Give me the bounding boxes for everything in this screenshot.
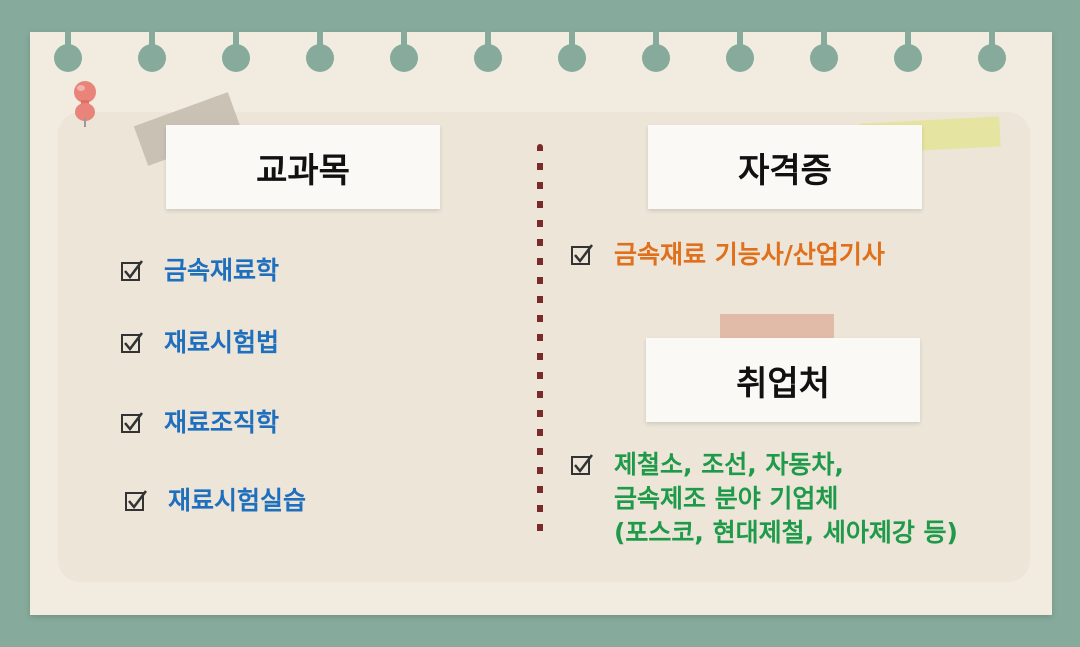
binder-hole	[558, 30, 586, 72]
binder-hole	[978, 30, 1006, 72]
checkbox-checked-icon	[120, 406, 146, 440]
checkbox-checked-icon	[570, 448, 596, 482]
binder-hole	[726, 30, 754, 72]
notepad-paper: 교과목 자격증 취업처 금속재료학 재료시험법 재료조직학 재료시험실습 금속재…	[30, 30, 1052, 615]
checkbox-checked-icon	[120, 326, 146, 360]
subject-label: 금속재료학	[164, 256, 280, 285]
binder-hole	[222, 30, 250, 72]
binder-hole	[474, 30, 502, 72]
list-item: 금속재료 기능사/산업기사	[570, 238, 885, 272]
checkbox-checked-icon	[120, 254, 146, 288]
checkbox-checked-icon	[124, 484, 150, 518]
binder-hole	[138, 30, 166, 72]
subject-label: 재료조직학	[164, 408, 280, 437]
binder-hole	[810, 30, 838, 72]
subject-label: 재료시험법	[164, 328, 280, 357]
certification-label: 금속재료 기능사/산업기사	[614, 240, 885, 269]
list-item: 금속재료학	[120, 254, 279, 288]
subject-label: 재료시험실습	[168, 486, 307, 515]
binder-hole	[306, 30, 334, 72]
list-item: 재료조직학	[120, 406, 279, 440]
employers-title: 취업처	[646, 338, 920, 422]
pushpin-icon	[74, 81, 96, 127]
list-item: 제철소, 조선, 자동차, 금속제조 분야 기업체 (포스코, 현대제철, 세아…	[570, 448, 958, 550]
employer-line: (포스코, 현대제철, 세아제강 등)	[614, 518, 958, 547]
employer-line: 금속제조 분야 기업체	[614, 484, 839, 513]
checkbox-checked-icon	[570, 238, 596, 272]
employers-text: 제철소, 조선, 자동차, 금속제조 분야 기업체 (포스코, 현대제철, 세아…	[614, 448, 958, 550]
binder-hole	[390, 30, 418, 72]
binder-hole	[894, 30, 922, 72]
dashed-divider	[537, 144, 543, 534]
employer-line: 제철소, 조선, 자동차,	[614, 450, 844, 479]
subjects-title: 교과목	[166, 125, 440, 209]
certifications-title: 자격증	[648, 125, 922, 209]
list-item: 재료시험법	[120, 326, 279, 360]
binder-hole	[54, 30, 82, 72]
masking-tape	[720, 314, 834, 342]
list-item: 재료시험실습	[124, 484, 306, 518]
binder-hole	[642, 30, 670, 72]
